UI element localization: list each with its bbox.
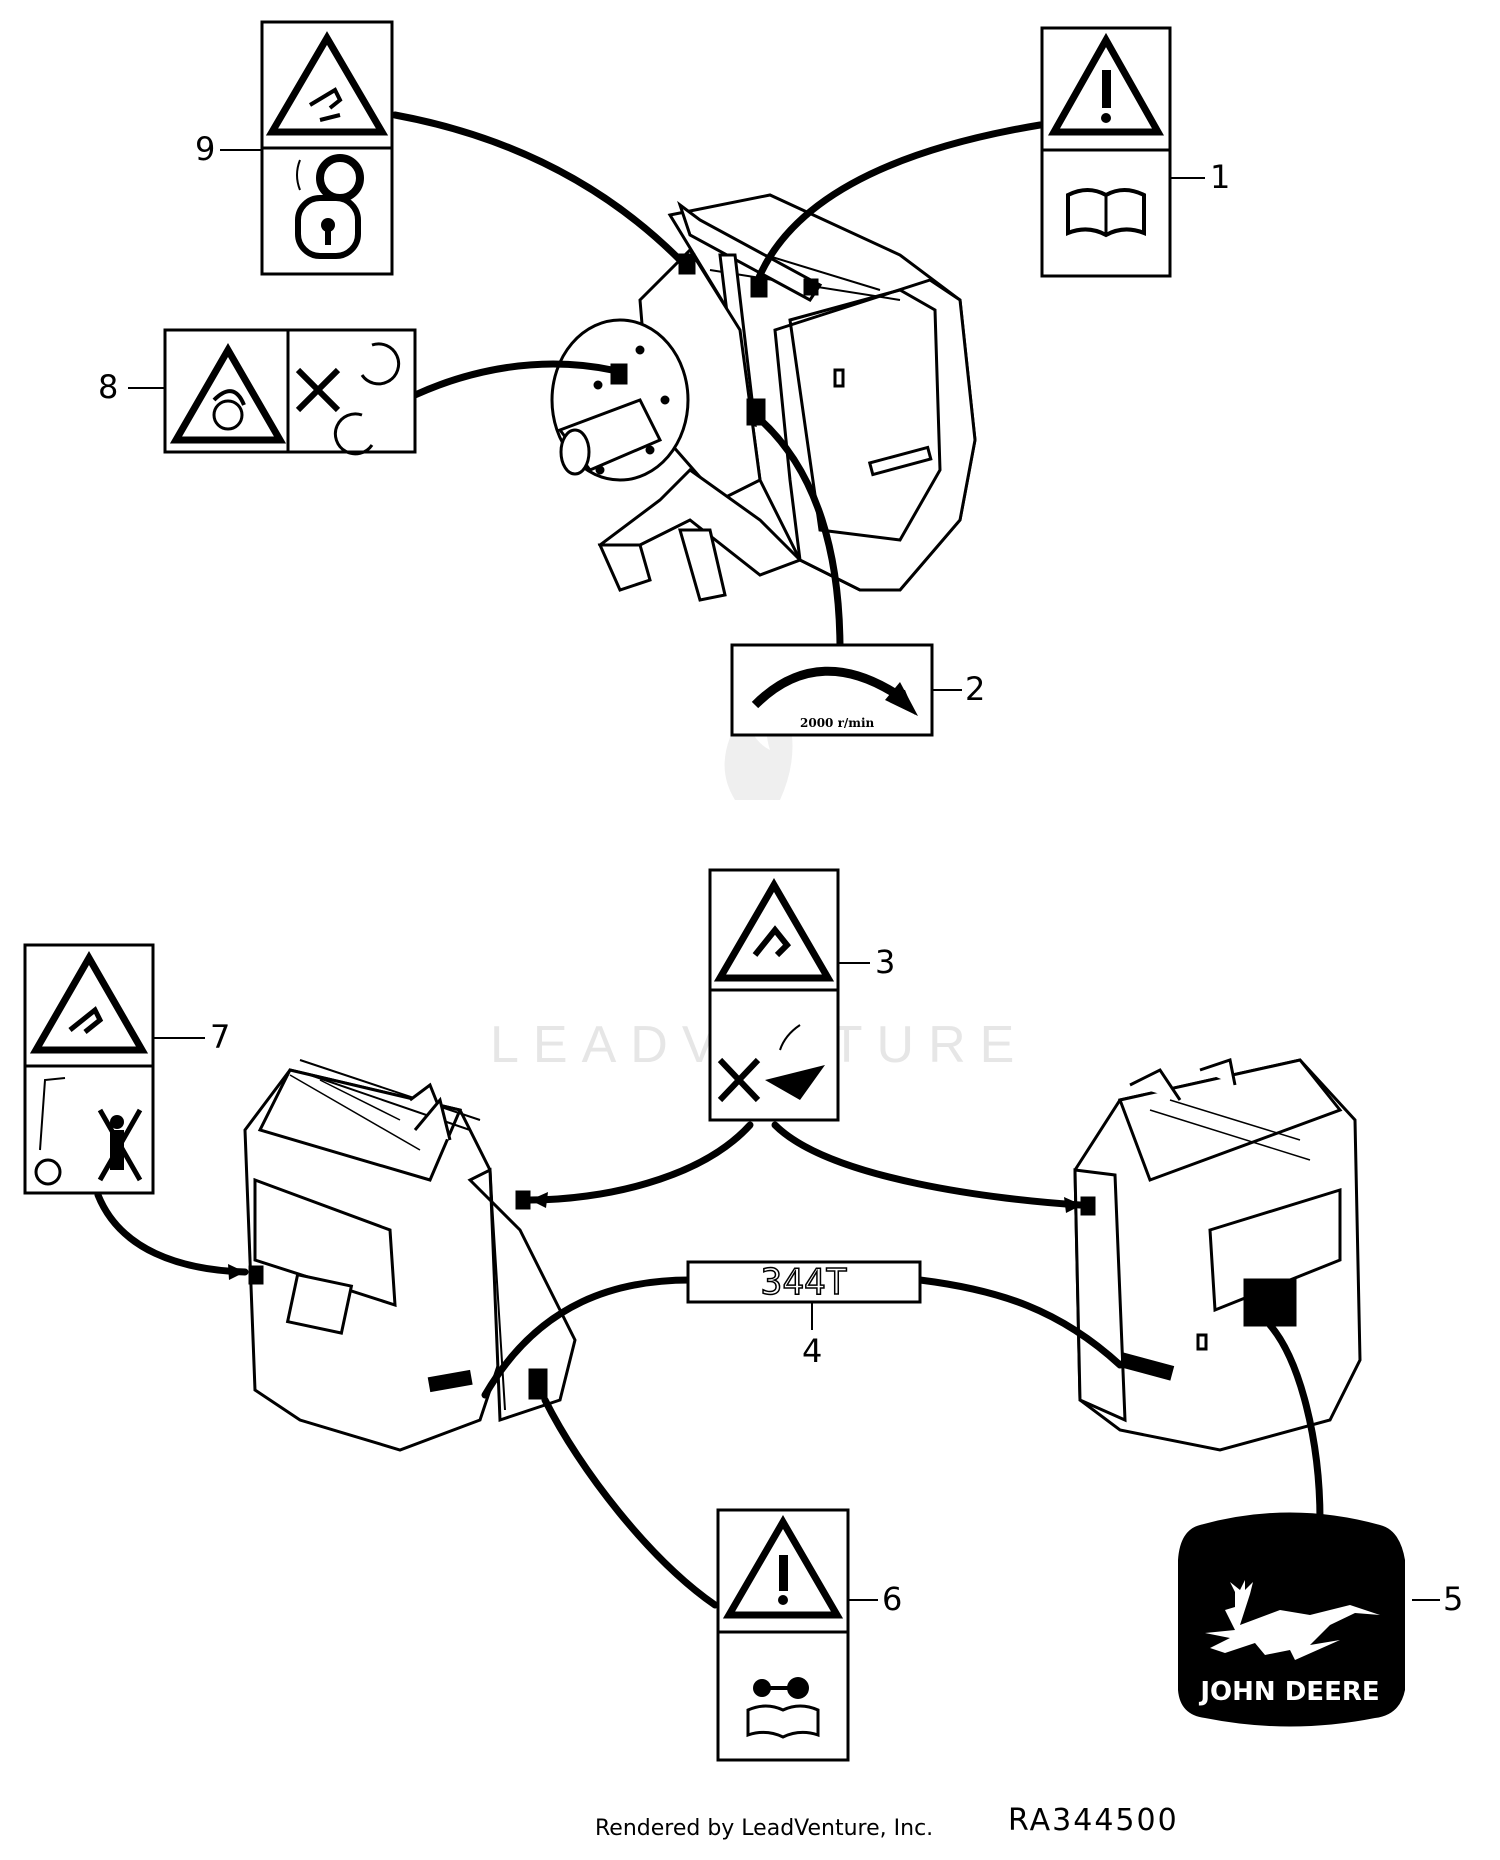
leader-lines-top: [391, 111, 1044, 654]
callout-3: 3: [875, 943, 895, 981]
decal-5-john-deere-logo: JOHN DEERE: [1178, 1512, 1405, 1727]
mower-unit-top: [550, 193, 977, 602]
decal-4-model-number: 344T: [686, 1260, 922, 1304]
footer-rendered-by: Rendered by LeadVenture, Inc.: [595, 1816, 933, 1841]
decal-2-speed-text: 2000 r/min: [800, 716, 875, 730]
decal-4-model-text: 344T: [761, 1262, 848, 1303]
logo-brand-text: JOHN DEERE: [1198, 1677, 1379, 1707]
callout-5: 5: [1443, 1580, 1463, 1618]
callout-7: 7: [210, 1018, 230, 1056]
leader-lines-bottom: [94, 1121, 1324, 1609]
decal-3-entanglement-hazard: [708, 868, 840, 1122]
decal-6-read-manual-service: [716, 1508, 850, 1762]
mower-unit-bottom-right: [1073, 1058, 1362, 1452]
leaping-deer-icon: [1205, 1580, 1380, 1660]
callout-8: 8: [98, 368, 118, 406]
callout-2: 2: [965, 670, 985, 708]
decal-1-read-manual: [1040, 26, 1172, 278]
callout-4: 4: [802, 1332, 822, 1370]
callout-6: 6: [882, 1580, 902, 1618]
decal-7-crush-hazard-stand-clear: [23, 943, 155, 1195]
decal-2-rotation-speed: 2000 r/min: [730, 643, 934, 737]
callout-1: 1: [1210, 158, 1230, 196]
callout-9: 9: [195, 130, 215, 168]
decal-9-crush-hazard-lock: [260, 20, 394, 276]
footer-figure-id: RA344500: [1008, 1803, 1179, 1838]
decal-8-rotating-parts: [163, 328, 417, 456]
mower-unit-bottom-left: [243, 1059, 577, 1452]
